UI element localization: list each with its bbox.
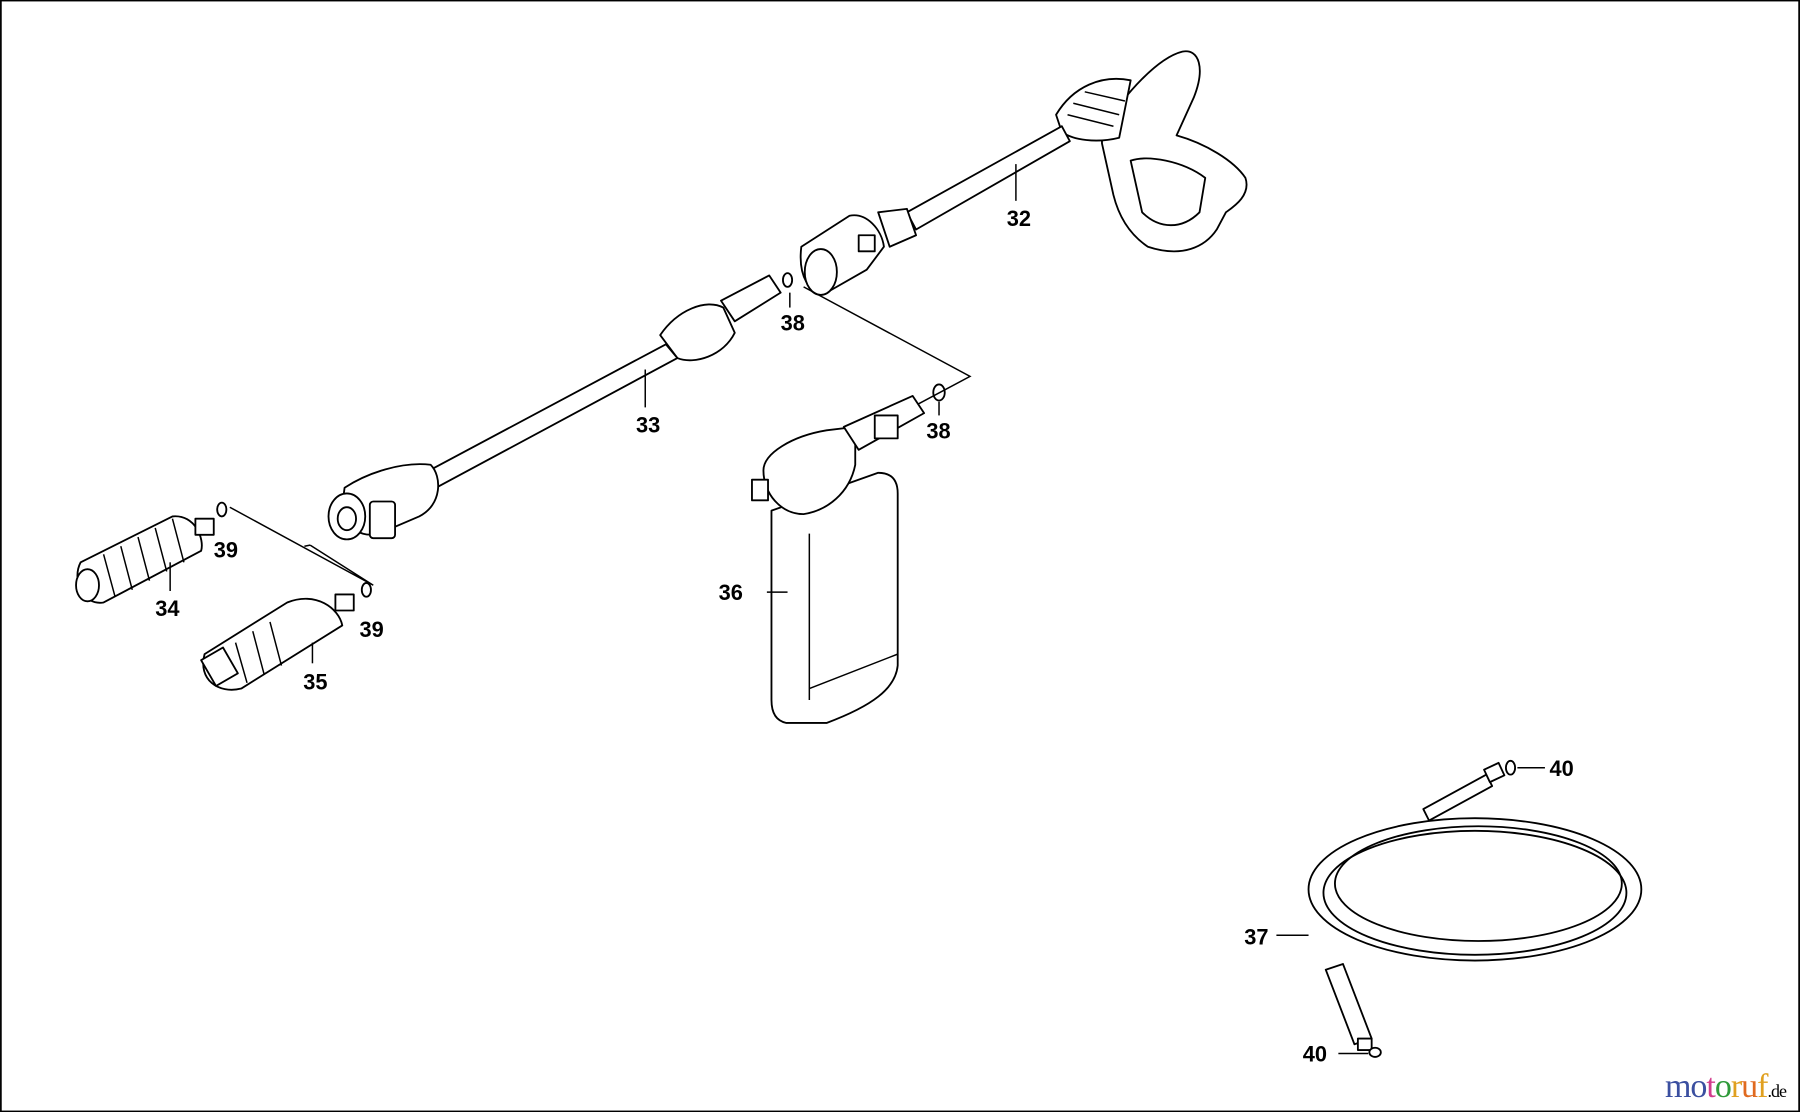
lance-coupler: [799, 214, 885, 296]
part-37-high-pressure-hose: [1276, 761, 1643, 1051]
part-39-o-ring: [216, 501, 228, 518]
part-40-o-ring: [1505, 759, 1517, 776]
part-38-o-ring: [782, 272, 794, 288]
label-33: 33: [636, 413, 660, 438]
part-33-lance: [327, 274, 782, 541]
watermark-logo: motoruf.de: [1664, 1068, 1787, 1105]
part-36-detergent-bottle: [751, 394, 926, 724]
part-35-vario-nozzle: [200, 593, 355, 691]
part-39-o-ring: [360, 582, 372, 598]
part-32-trigger-gun: [877, 50, 1248, 253]
label-36: 36: [719, 580, 743, 605]
label-34: 34: [155, 596, 179, 621]
label-38-upper: 38: [781, 311, 805, 336]
label-38-lower: 38: [926, 418, 950, 443]
label-39-lower: 39: [359, 617, 383, 642]
label-39-upper: 39: [214, 538, 238, 563]
part-34-rotary-nozzle: [75, 515, 215, 604]
label-40-lower: 40: [1303, 1042, 1327, 1067]
part-40-o-ring: [1368, 1046, 1382, 1058]
label-40-upper: 40: [1550, 756, 1574, 781]
label-32: 32: [1007, 206, 1031, 231]
label-35: 35: [303, 670, 327, 695]
label-37: 37: [1244, 924, 1268, 949]
